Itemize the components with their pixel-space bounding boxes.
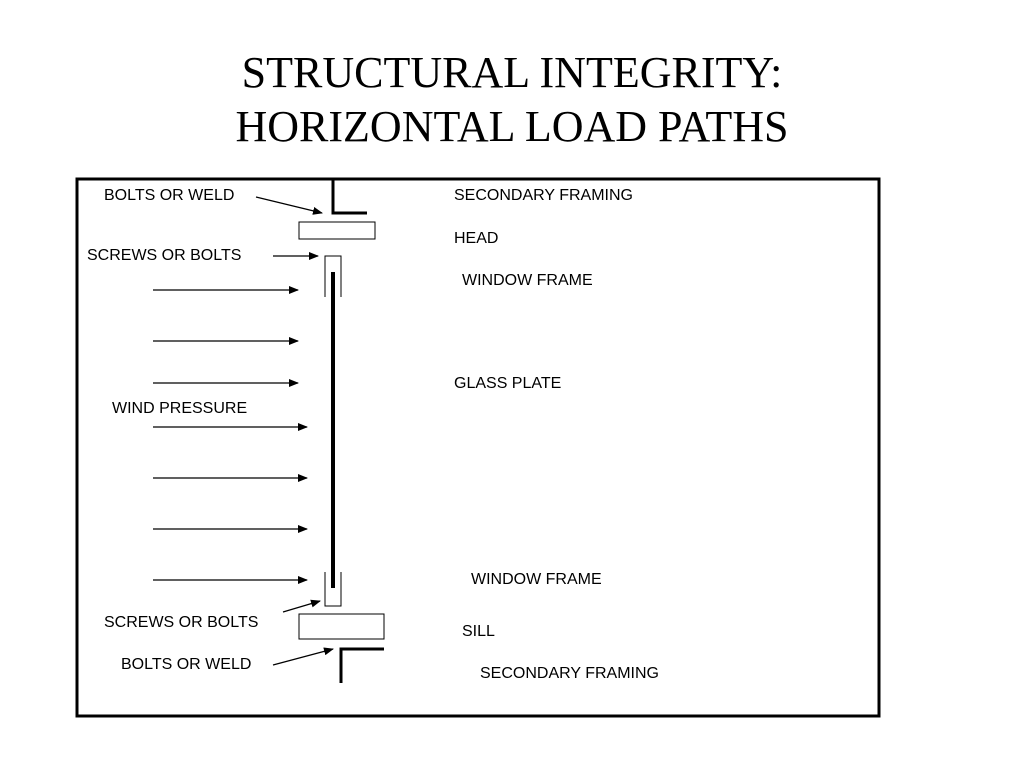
- slide-title: STRUCTURAL INTEGRITY: HORIZONTAL LOAD PA…: [0, 46, 1024, 154]
- head-plate: [298, 221, 376, 240]
- label-wind-pressure: WIND PRESSURE: [112, 400, 247, 417]
- label-screws-bolts-top: SCREWS OR BOLTS: [87, 247, 241, 264]
- label-glass-plate: GLASS PLATE: [454, 375, 561, 392]
- label-bolts-weld-bottom: BOLTS OR WELD: [121, 656, 251, 673]
- title-line-2: HORIZONTAL LOAD PATHS: [235, 102, 789, 151]
- label-secondary-framing-top: SECONDARY FRAMING: [454, 187, 633, 204]
- diagram-border: [75, 177, 881, 718]
- label-window-frame-bottom: WINDOW FRAME: [471, 571, 602, 588]
- secondary-framing-top-angle: [331, 180, 367, 215]
- label-window-frame-top: WINDOW FRAME: [462, 272, 593, 289]
- label-screws-bolts-bottom: SCREWS OR BOLTS: [104, 614, 258, 631]
- title-line-1: STRUCTURAL INTEGRITY:: [241, 48, 783, 97]
- label-sill: SILL: [462, 623, 495, 640]
- sill-plate: [298, 613, 385, 640]
- window-frame-bottom-channel: [324, 572, 342, 607]
- label-head: HEAD: [454, 230, 498, 247]
- label-secondary-framing-bottom: SECONDARY FRAMING: [480, 665, 659, 682]
- bolts-weld-top-arrow: [255, 196, 323, 215]
- window-frame-top-channel: [324, 255, 342, 297]
- label-bolts-weld-top: BOLTS OR WELD: [104, 187, 234, 204]
- bolts-weld-bottom-arrow: [272, 647, 334, 666]
- secondary-framing-bottom-angle: [339, 647, 384, 683]
- screws-bolts-bottom-arrow: [282, 599, 321, 613]
